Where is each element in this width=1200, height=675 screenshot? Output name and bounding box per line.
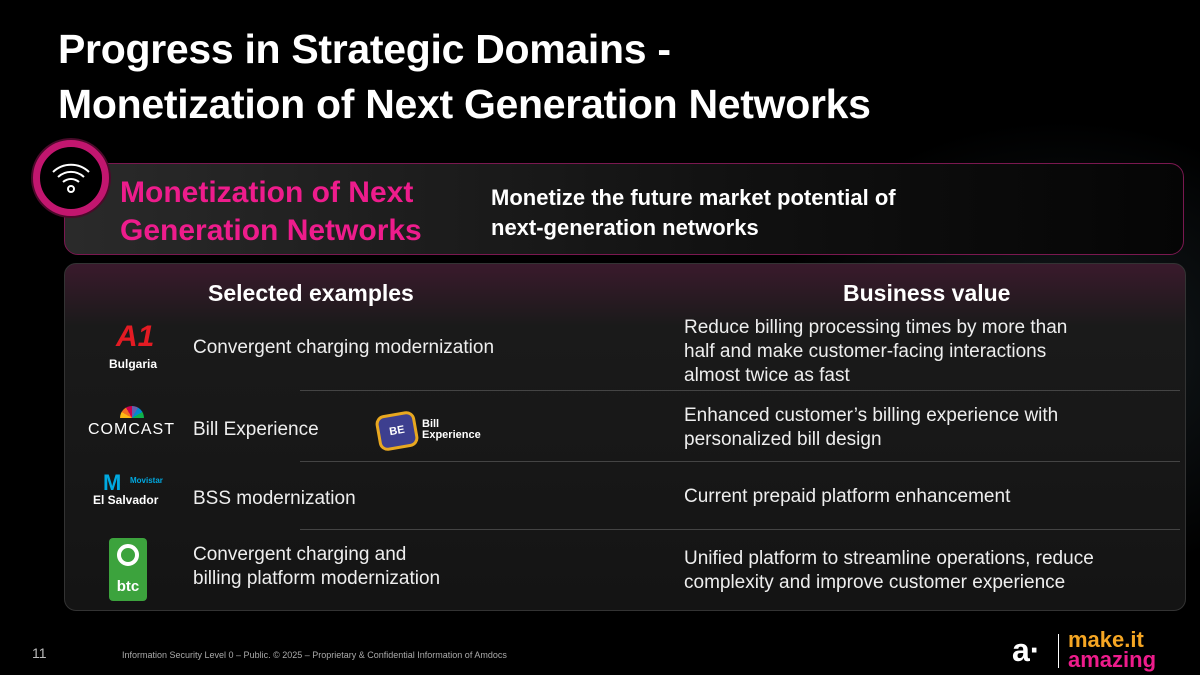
- movistar-logo: Movistar: [130, 476, 163, 485]
- wifi-icon: [33, 140, 109, 216]
- comcast-logo: COMCAST: [88, 421, 175, 438]
- btc-logo: btc: [109, 538, 147, 601]
- value-text: Enhanced customer’s billing experience w…: [684, 405, 1059, 450]
- value-text: Current prepaid platform enhancement: [684, 486, 1011, 507]
- example-text: Convergent charging modernization: [193, 337, 495, 358]
- value-text: Reduce billing processing times by more …: [684, 317, 1068, 386]
- logo-sub: Bulgaria: [109, 357, 158, 371]
- row-divider: [300, 390, 1180, 391]
- row-divider: [300, 461, 1180, 462]
- movistar-m-icon: M: [103, 470, 122, 495]
- bill-experience-badge: BE: [374, 409, 420, 453]
- amdocs-logo: a·: [1012, 632, 1041, 668]
- column-header-value: Business value: [843, 280, 1011, 306]
- domain-header-box: [64, 163, 1184, 255]
- value-text: Unified platform to streamline operation…: [684, 548, 1094, 593]
- logo-sub: El Salvador: [93, 493, 159, 507]
- peacock-icon: [120, 406, 144, 418]
- examples-panel: [64, 263, 1186, 611]
- footer-text: Information Security Level 0 – Public. ©…: [122, 650, 507, 660]
- example-text: Bill Experience: [193, 419, 319, 440]
- a1-logo: A1: [116, 320, 155, 353]
- row-divider: [300, 529, 1180, 530]
- brand-divider: [1058, 634, 1059, 668]
- column-header-examples: Selected examples: [208, 280, 414, 306]
- page-number: 11: [32, 645, 47, 661]
- page-title: Progress in Strategic Domains -Monetizat…: [58, 26, 871, 127]
- example-text: BSS modernization: [193, 488, 356, 509]
